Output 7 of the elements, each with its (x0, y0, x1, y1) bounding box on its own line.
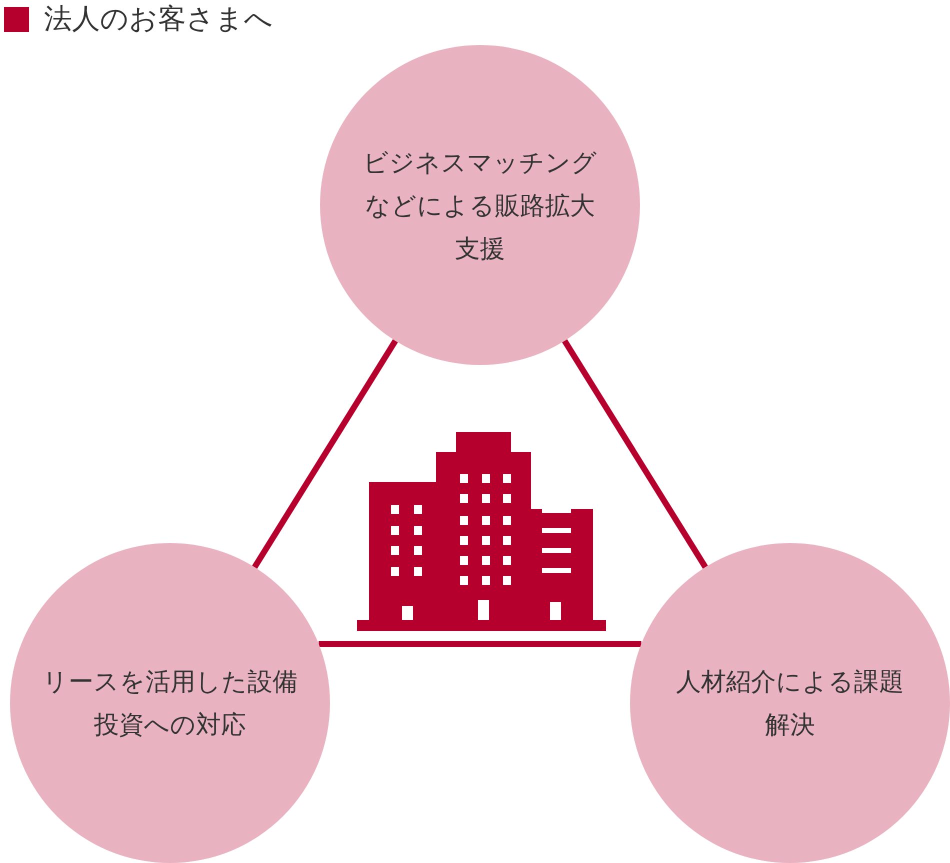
node-label: ビジネスマッチングなどによる販路拡大支援 (362, 146, 598, 264)
connector-line (562, 339, 708, 569)
node-label: リースを活用した設備投資への対応 (42, 666, 298, 741)
title: 法人のお客さまへ (44, 1, 273, 37)
connector-line (318, 641, 642, 647)
node-label: 人材紹介による課題解決 (675, 666, 905, 741)
connector-line (252, 339, 398, 569)
